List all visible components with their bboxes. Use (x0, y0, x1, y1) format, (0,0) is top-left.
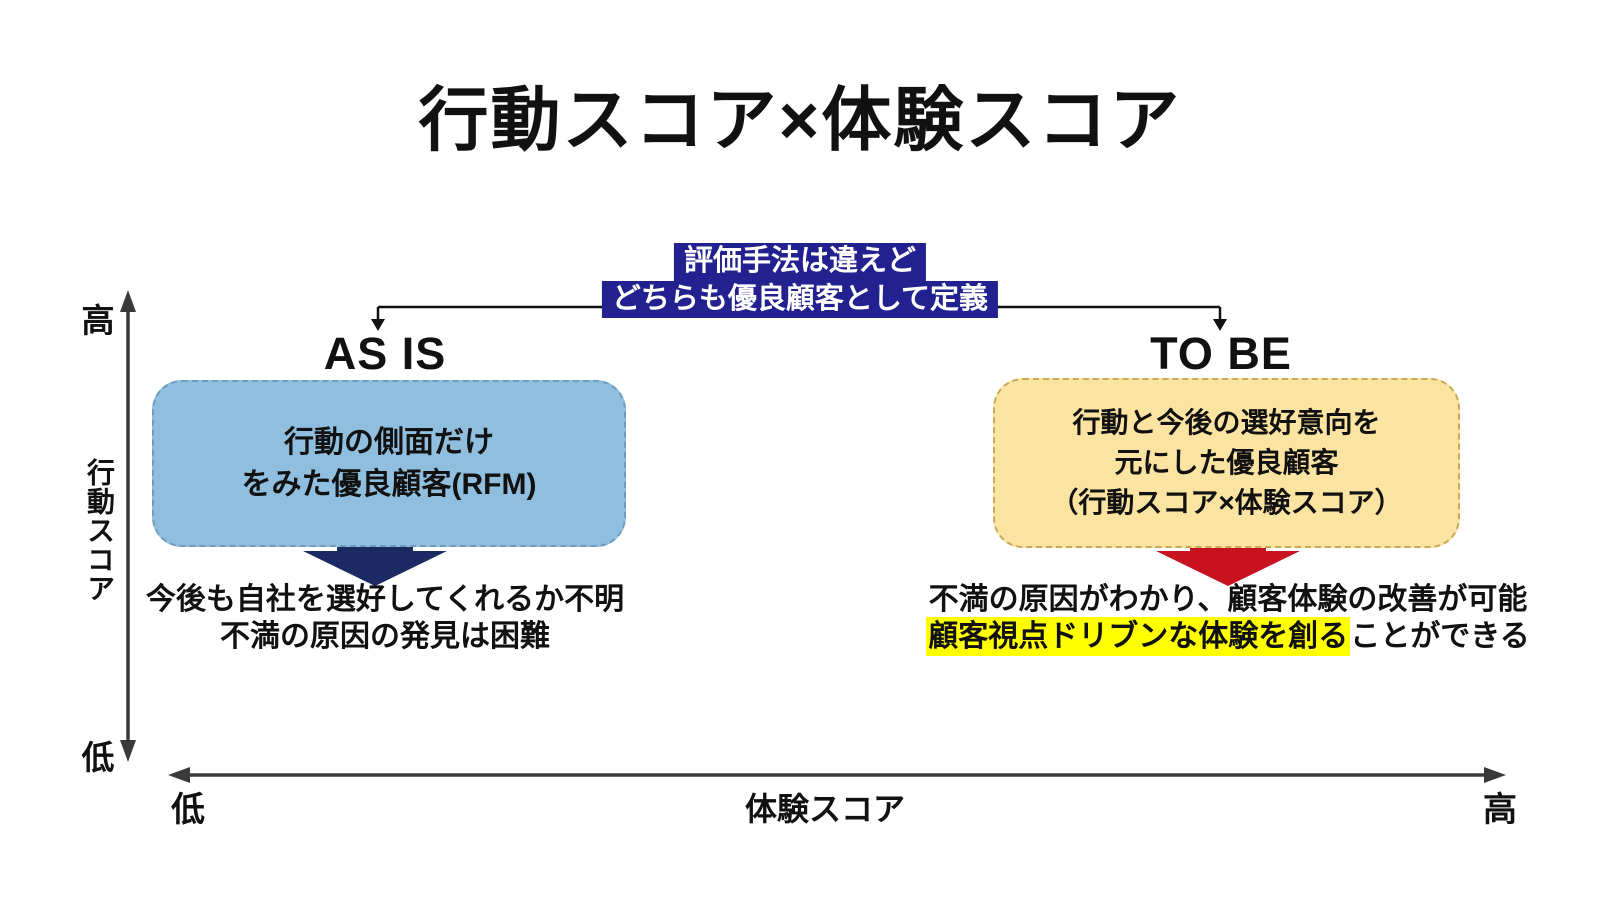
to-be-label: TO BE (1150, 328, 1292, 379)
right-arrow-icon (1484, 767, 1506, 783)
to-be-box-line-1: 行動と今後の選好意向を (1072, 407, 1381, 439)
y-axis-title: 行動スコア (84, 458, 115, 603)
to-be-result-line-2: 顧客視点ドリブンな体験を創ることができる (908, 617, 1548, 657)
to-be-result-rest: ことができる (1350, 620, 1530, 654)
as-is-box-line-2: をみた優良顧客(RFM) (241, 467, 537, 501)
as-is-box: 行動の側面だけ をみた優良顧客(RFM) (152, 380, 626, 547)
y-axis (120, 290, 136, 762)
to-be-box-line-2: 元にした優良顧客 (1114, 447, 1339, 479)
down-arrow-icon (1213, 319, 1227, 331)
to-be-result-text: 不満の原因がわかり、顧客体験の改善が可能 顧客視点ドリブンな体験を創ることができ… (908, 581, 1548, 657)
definition-banner: 評価手法は違えど どちらも優良顧客として定義 (601, 243, 999, 319)
to-be-box: 行動と今後の選好意向を 元にした優良顧客 （行動スコア×体験スコア） (993, 378, 1460, 548)
as-is-result-text: 今後も自社を選好してくれるか不明 不満の原因の発見は困難 (95, 581, 675, 655)
y-axis-low-label: 低 (81, 739, 115, 776)
to-be-box-line-3: （行動スコア×体験スコア） (1050, 486, 1403, 518)
left-arrow-icon (168, 767, 190, 783)
down-arrow-icon (371, 319, 385, 331)
to-be-result-highlight: 顧客視点ドリブンな体験を創る (926, 617, 1351, 657)
as-is-result-line-2: 不満の原因の発見は困難 (220, 620, 550, 654)
as-is-result-line-1: 今後も自社を選好してくれるか不明 (145, 583, 625, 616)
down-arrow-icon (120, 740, 136, 762)
diagram-title: 行動スコア×体験スコア (418, 81, 1182, 159)
x-axis-title: 体験スコア (744, 791, 905, 827)
as-is-label: AS IS (323, 328, 447, 379)
x-axis-high-label: 高 (1483, 791, 1517, 829)
banner-line-1: 評価手法は違えど (673, 243, 927, 281)
banner-line-2: どちらも優良顧客として定義 (601, 280, 999, 319)
x-axis (168, 767, 1506, 783)
to-be-result-line-1: 不満の原因がわかり、顧客体験の改善が可能 (928, 583, 1528, 616)
y-axis-high-label: 高 (81, 302, 115, 339)
up-arrow-icon (120, 290, 136, 312)
x-axis-low-label: 低 (171, 791, 205, 829)
as-is-box-line-1: 行動の側面だけ (284, 425, 494, 459)
